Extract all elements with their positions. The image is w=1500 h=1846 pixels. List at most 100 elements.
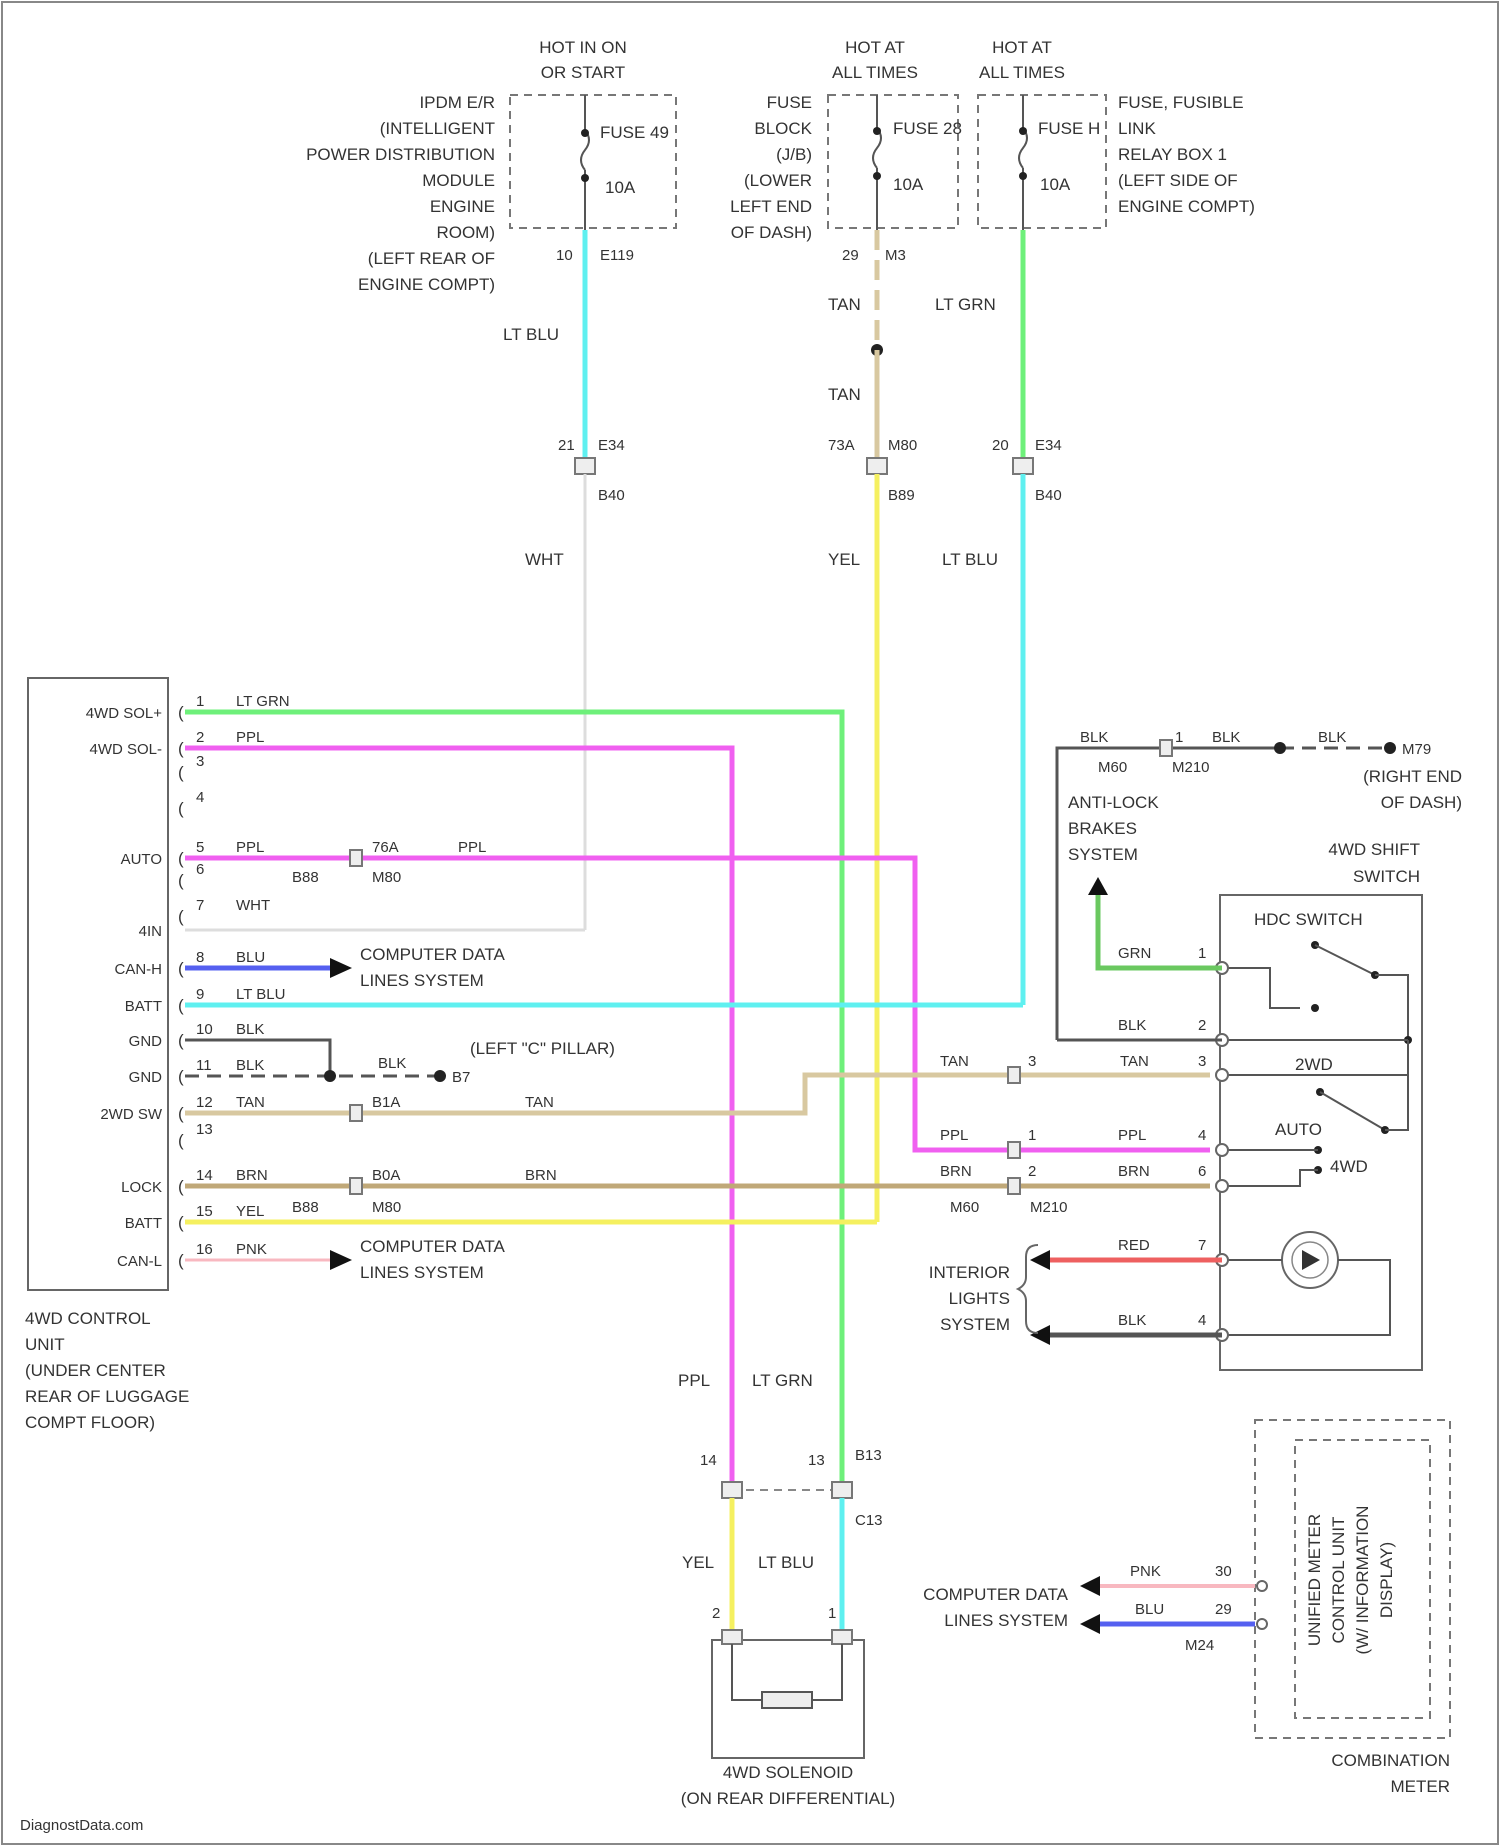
svg-text:CONTROL UNIT: CONTROL UNIT (1329, 1517, 1348, 1644)
wire-label-tan: TAN (828, 295, 861, 314)
abs-m60: M60 (1098, 759, 1127, 776)
sol-wire-ltblu: LT BLU (758, 1553, 814, 1572)
cu-pin-terminal: ( (178, 739, 184, 758)
sw-wire-brn: BRN (1118, 1163, 1150, 1180)
inline-b1a: B1A (372, 1094, 400, 1111)
abs-gnd (1384, 742, 1396, 754)
svg-text:E34: E34 (598, 437, 625, 454)
svg-text:(LEFT SIDE OF: (LEFT SIDE OF (1118, 171, 1238, 190)
cu-pin-name: 4WD SOL- (89, 741, 162, 758)
inline-76a: 76A (372, 839, 399, 856)
svg-text:UNIFIED METER: UNIFIED METER (1305, 1514, 1324, 1646)
svg-text:73A: 73A (828, 437, 855, 454)
svg-text:10A: 10A (1040, 175, 1071, 194)
sol-pin2: 2 (712, 1605, 720, 1622)
cu-pin-terminal: ( (178, 1213, 184, 1232)
svg-text:FUSE 49: FUSE 49 (600, 123, 669, 142)
cu-pin-name: GND (129, 1033, 163, 1050)
cu-pin-terminal: ( (178, 1031, 184, 1050)
sw-left-pin3: 3 (1028, 1053, 1036, 1070)
pos-auto: AUTO (1275, 1120, 1322, 1139)
svg-text:LINES SYSTEM: LINES SYSTEM (360, 971, 484, 990)
sol-pin1: 1 (828, 1605, 836, 1622)
sw-m210: M210 (1030, 1199, 1068, 1216)
cu-pin-number: 3 (196, 753, 204, 770)
svg-text:ROOM): ROOM) (436, 223, 495, 242)
abs-m210: M210 (1172, 759, 1210, 776)
sw-wire-red: RED (1118, 1237, 1150, 1254)
cu-pin-number: 10 (196, 1021, 213, 1038)
wire-label-ltgrn: LT GRN (935, 295, 996, 314)
meter-pnk: PNK (1130, 1563, 1161, 1580)
cu-pin-number: 2 (196, 729, 204, 746)
b13-label: B13 (855, 1447, 882, 1464)
svg-text:M80: M80 (888, 437, 917, 454)
svg-text:HOT IN ON: HOT IN ON (539, 38, 627, 57)
m3-label: M3 (885, 247, 906, 264)
svg-text:POWER DISTRIBUTION: POWER DISTRIBUTION (306, 145, 495, 164)
watermark: DiagnostData.com (20, 1817, 143, 1834)
svg-text:COMPUTER DATA: COMPUTER DATA (360, 945, 505, 964)
svg-text:SYSTEM: SYSTEM (1068, 845, 1138, 864)
svg-text:ENGINE COMPT): ENGINE COMPT) (1118, 197, 1255, 216)
svg-text:METER: METER (1391, 1777, 1451, 1796)
svg-text:HOT AT: HOT AT (845, 38, 905, 57)
inline-ppl: PPL (458, 839, 486, 856)
svg-text:IPDM E/R: IPDM E/R (419, 93, 495, 112)
svg-text:HOT AT: HOT AT (992, 38, 1052, 57)
meter-pin-a (1257, 1581, 1267, 1591)
cu-pin-terminal: ( (178, 1067, 184, 1086)
svg-text:OF DASH): OF DASH) (1381, 793, 1462, 812)
meter-m24: M24 (1185, 1637, 1214, 1654)
svg-text:4WD SOLENOID: 4WD SOLENOID (723, 1763, 853, 1782)
cu-pin-name: GND (129, 1069, 163, 1086)
cu-pin-terminal: ( (178, 1104, 184, 1123)
abs-blk2: BLK (1212, 729, 1240, 746)
inline-brn: BRN (525, 1167, 557, 1184)
cu-pin-number: 5 (196, 839, 204, 856)
gnd-location: (LEFT "C" PILLAR) (470, 1039, 615, 1058)
cu-pin-terminal: ( (178, 996, 184, 1015)
cu-pin-terminal: ( (178, 959, 184, 978)
cu-pin-number: 9 (196, 986, 204, 1003)
sw-pin-3: 3 (1198, 1053, 1206, 1070)
svg-text:FUSE, FUSIBLE: FUSE, FUSIBLE (1118, 93, 1244, 112)
wire-label-ltblu2: LT BLU (942, 550, 998, 569)
cu-pin-terminal: ( (178, 799, 184, 818)
sw-left-pin1: 1 (1028, 1127, 1036, 1144)
sw-left-ppl: PPL (940, 1127, 968, 1144)
svg-text:(INTELLIGENT: (INTELLIGENT (380, 119, 495, 138)
svg-text:COMPT FLOOR): COMPT FLOOR) (25, 1413, 155, 1432)
abs-splice (1274, 742, 1286, 754)
svg-text:ENGINE COMPT): ENGINE COMPT) (358, 275, 495, 294)
cu-pin-terminal: ( (178, 871, 184, 890)
cu-pin-number: 6 (196, 861, 204, 878)
svg-text:LINES SYSTEM: LINES SYSTEM (944, 1611, 1068, 1630)
sw-wire-grn: GRN (1118, 945, 1151, 962)
svg-text:MODULE: MODULE (422, 171, 495, 190)
abs-connector (1160, 740, 1172, 756)
sw-left-brn: BRN (940, 1163, 972, 1180)
inline-m80a: M80 (372, 869, 401, 886)
cu-pin-wire-color: PPL (236, 839, 264, 856)
cu-pin-wire-color: BLU (236, 949, 265, 966)
pos-4wd: 4WD (1330, 1157, 1368, 1176)
cu-pin-number: 11 (196, 1057, 212, 1074)
svg-text:B89: B89 (888, 487, 915, 504)
svg-text:LINK: LINK (1118, 119, 1156, 138)
sw-pin-7: 7 (1198, 1237, 1206, 1254)
sw-pin-1: 1 (1198, 945, 1206, 962)
sw-pin-2: 2 (1198, 1017, 1206, 1034)
cu-pin-number: 12 (196, 1094, 213, 1111)
c13-label: C13 (855, 1512, 883, 1529)
sol-wire-ppl: PPL (678, 1371, 710, 1390)
svg-text:LEFT END: LEFT END (730, 197, 812, 216)
cu-pin-number: 7 (196, 897, 204, 914)
b13-pin13: 13 (808, 1452, 825, 1469)
svg-text:(W/ INFORMATION: (W/ INFORMATION (1353, 1506, 1372, 1655)
svg-text:OR START: OR START (541, 63, 625, 82)
e119-label: E119 (600, 247, 634, 264)
inline-tan: TAN (525, 1094, 554, 1111)
svg-text:E34: E34 (1035, 437, 1062, 454)
b13-pin14: 14 (700, 1452, 717, 1469)
